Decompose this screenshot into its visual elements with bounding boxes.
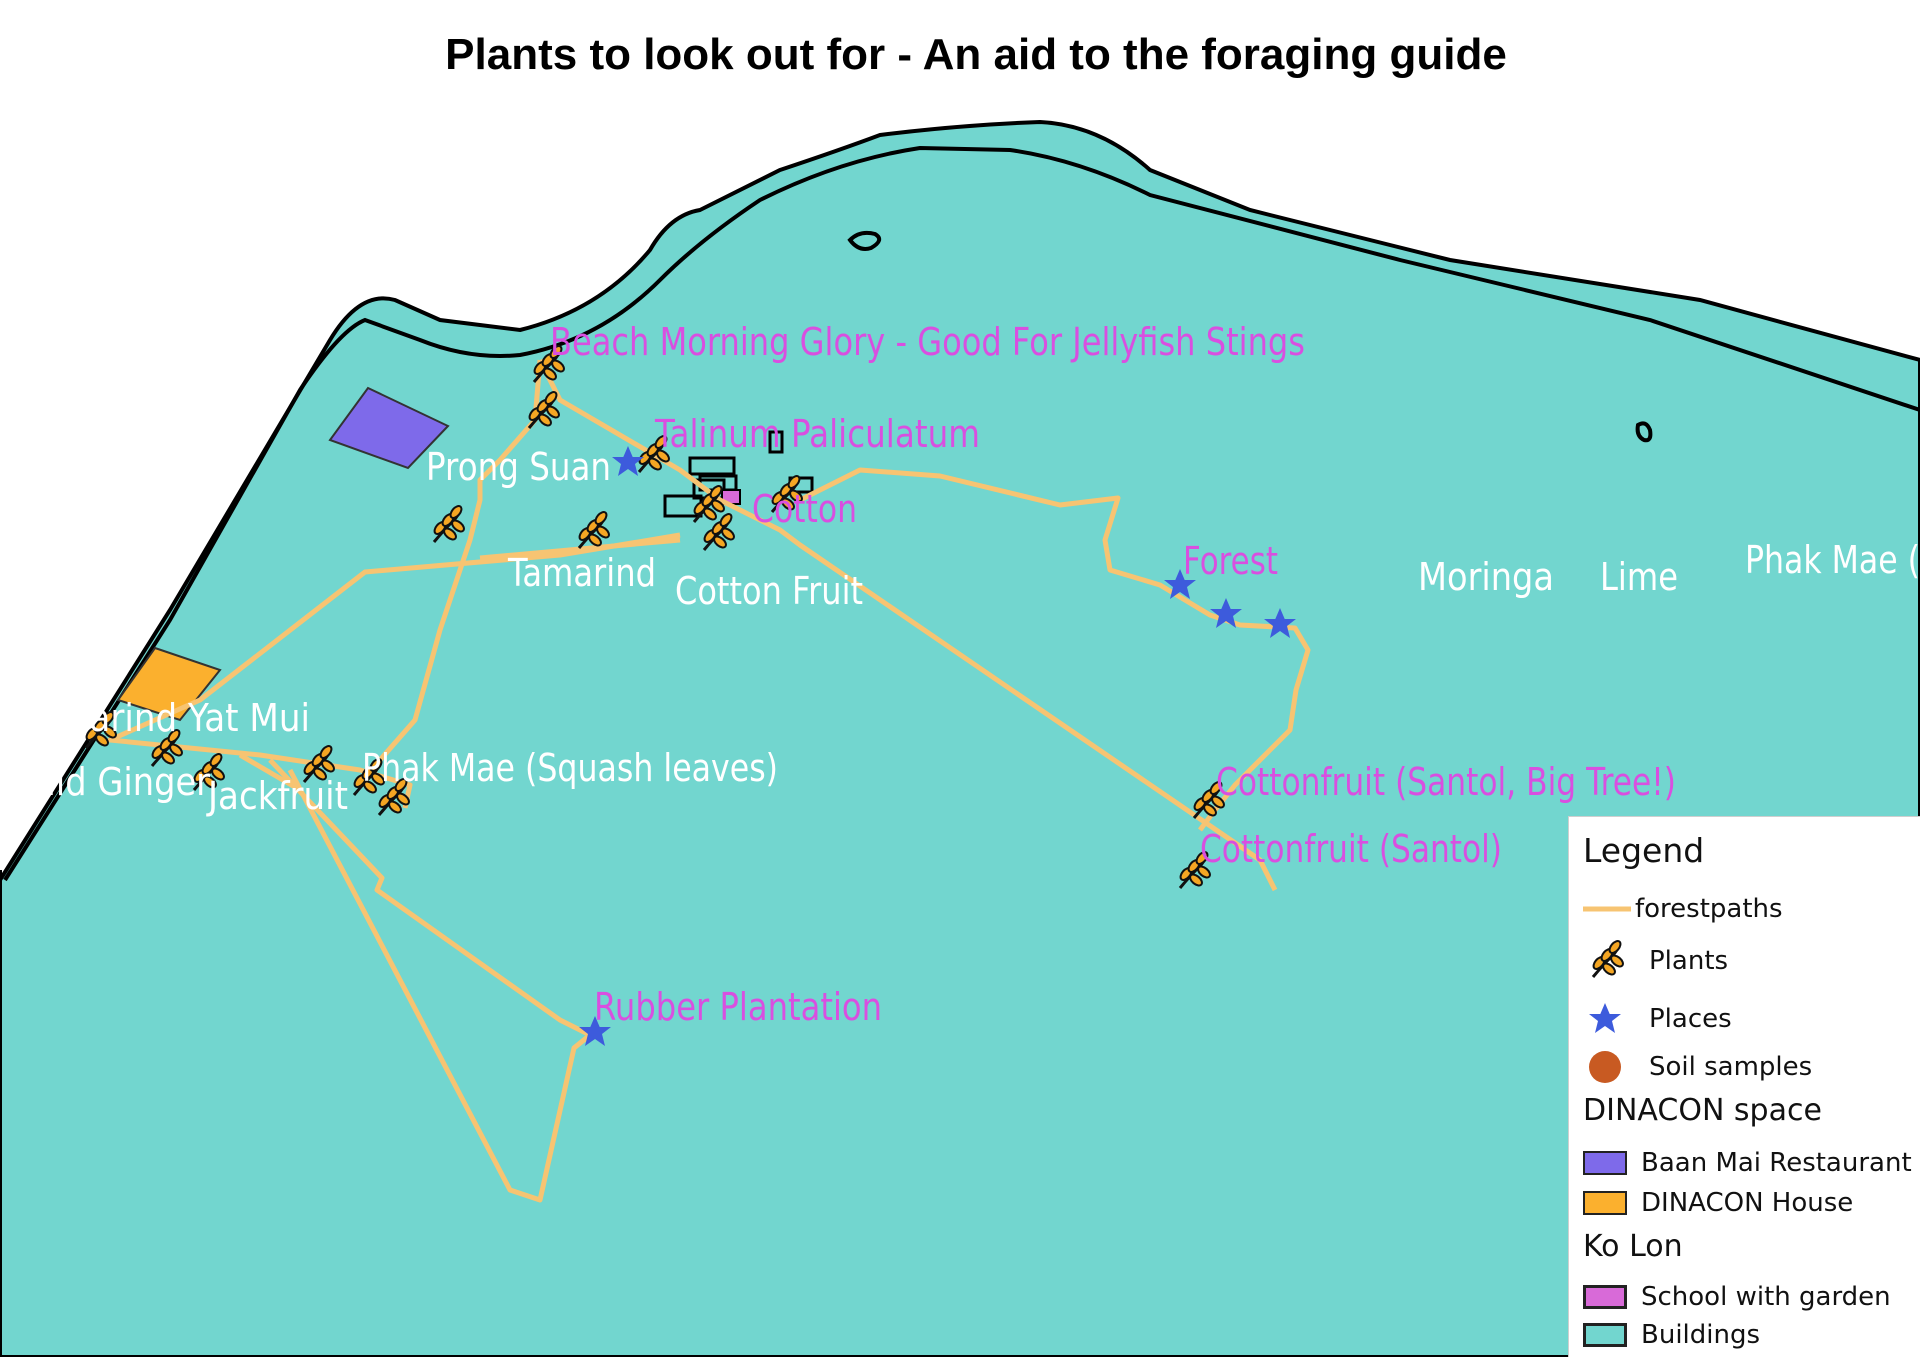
- path-line-icon: [1583, 891, 1633, 927]
- label-moringa: Moringa: [1418, 555, 1554, 599]
- dinacon-house[interactable]: [116, 646, 222, 722]
- star-icon: [1583, 1001, 1633, 1037]
- label-prong-suan: Prong Suan: [426, 445, 611, 489]
- legend-item-baan-mai: Baan Mai Restaurant: [1583, 1145, 1912, 1181]
- baan-mai-swatch: [1583, 1151, 1627, 1175]
- label-beach-morning-glory: Beach Morning Glory - Good For Jellyfish…: [550, 320, 1305, 364]
- label-cotton: Cotton: [752, 487, 857, 531]
- legend-label: DINACON House: [1641, 1188, 1854, 1218]
- baan-mai-restaurant[interactable]: [328, 386, 450, 470]
- label-tamarind: Tamarind: [507, 551, 656, 595]
- legend-title: Legend: [1583, 831, 1705, 870]
- dinacon-house-swatch: [1583, 1191, 1627, 1215]
- label-cotton-fruit: Cotton Fruit: [675, 569, 863, 613]
- school-swatch: [1583, 1285, 1627, 1309]
- legend-label: Soil samples: [1649, 1052, 1813, 1082]
- inner-coastline: [3, 145, 1920, 882]
- legend-label: forestpaths: [1635, 894, 1783, 924]
- forestpaths: [107, 358, 1311, 1203]
- small-island: [847, 230, 882, 251]
- label-phak-mae: Phak Mae (Squash leaves): [362, 746, 778, 790]
- label-wild-ginger: Wild Ginger: [14, 760, 210, 804]
- legend-group-ko-lon: Ko Lon: [1583, 1229, 1683, 1264]
- legend-item-school: School with garden: [1583, 1279, 1891, 1315]
- label-lime: Lime: [1600, 555, 1678, 599]
- label-cottonfruit-santol: Cottonfruit (Santol): [1200, 827, 1502, 871]
- label-cottonfruit-big-tree: Cottonfruit (Santol, Big Tree!): [1216, 760, 1676, 804]
- buildings-swatch: [1583, 1323, 1627, 1347]
- legend-label: Plants: [1649, 946, 1729, 976]
- legend-item-places: Places: [1583, 1001, 1732, 1037]
- legend-label: Buildings: [1641, 1320, 1761, 1350]
- legend-label: Baan Mai Restaurant: [1641, 1148, 1912, 1178]
- map-title: Plants to look out for - An aid to the f…: [445, 30, 1507, 79]
- legend-item-forestpaths: forestpaths: [1583, 891, 1783, 927]
- legend-item-dinacon-house: DINACON House: [1583, 1185, 1853, 1221]
- legend-group-dinacon: DINACON space: [1583, 1093, 1822, 1128]
- label-talinum: Talinum Paliculatum: [654, 412, 980, 456]
- label-jackfruit: Jackfruit: [206, 774, 348, 818]
- legend-label: Places: [1649, 1004, 1732, 1034]
- island-shape: [0, 119, 1920, 1357]
- small-island-2: [1635, 421, 1653, 443]
- legend-item-soil-samples: Soil samples: [1583, 1049, 1812, 1085]
- legend-item-buildings: Buildings: [1583, 1317, 1760, 1353]
- label-rubber-plantation: Rubber Plantation: [594, 985, 882, 1029]
- legend-panel: Legend forestpaths Plants Places Soil sa…: [1568, 816, 1920, 1357]
- label-forest: Forest: [1183, 539, 1278, 583]
- label-tamarind-yat-mui: Tamarind Yat Mui: [19, 696, 310, 740]
- soil-dot-icon: [1583, 1049, 1633, 1085]
- legend-item-plants: Plants: [1583, 939, 1729, 979]
- plant-icon: [1583, 939, 1633, 979]
- legend-label: School with garden: [1641, 1282, 1891, 1312]
- label-phak-mae-right: Phak Mae (: [1745, 538, 1920, 582]
